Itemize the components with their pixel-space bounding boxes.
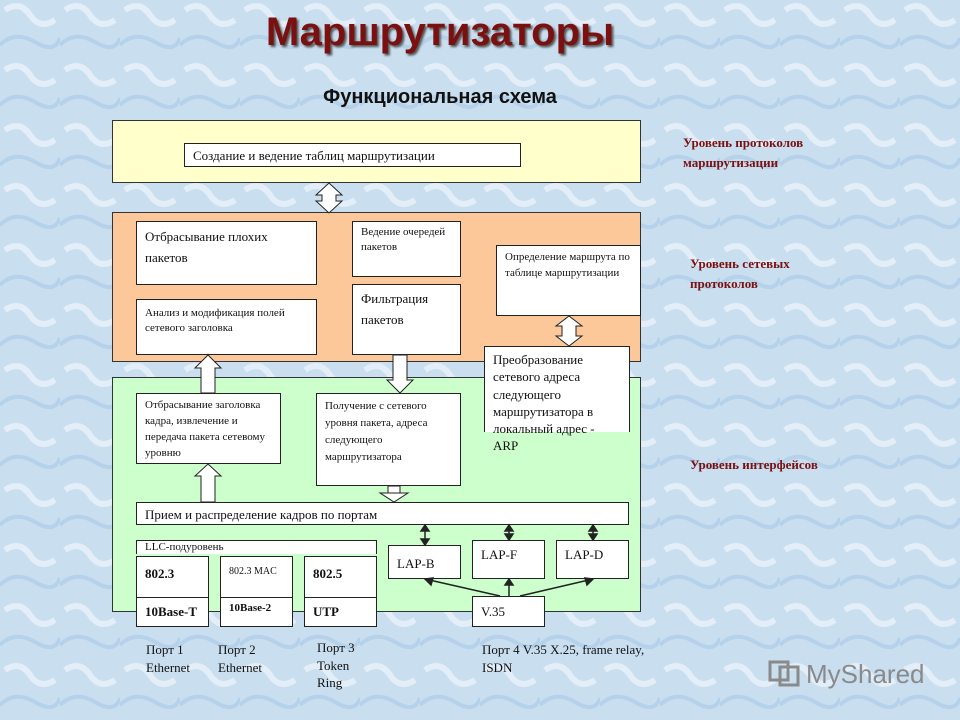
port3-label: Порт 3 Token Ring (317, 640, 355, 691)
frame-strip-box: Отбрасывание заголовка кадра, извлечение… (136, 393, 281, 464)
level-interfaces-label: Уровень интерфейсов (690, 457, 818, 472)
myshared-logo-icon (768, 660, 800, 687)
lapb-box: LAP-B (388, 545, 461, 579)
port3-8025-box: 802.5 UTP (304, 556, 377, 627)
routing-table-box: Создание и ведение таблиц маршрутизации (184, 143, 521, 167)
port2-label: Порт 2 Ethernet (218, 642, 263, 675)
route-arp-arrow (554, 315, 584, 347)
frame-to-network-arrow (193, 354, 223, 394)
route-lookup-box: Определение маршрута по таблице маршрути… (496, 245, 641, 316)
port1-label: Порт 1 Ethernet (146, 642, 191, 675)
utp-label: UTP (313, 604, 339, 619)
network-to-receive-arrow (385, 354, 415, 394)
queue-management-box: Ведение очередей пакетов (352, 221, 461, 277)
llc-sublayer-box: LLC-подуровень (136, 540, 377, 554)
v35-box: V.35 (472, 596, 545, 627)
port2-8023mac-box: 802.3 MAC 10Base-2 (220, 556, 293, 627)
level-routing-label: Уровень протоколов маршрутизации (683, 135, 804, 170)
p8023-label: 802.3 (145, 566, 175, 581)
arp-box: Преобразование сетевого адреса следующег… (484, 346, 630, 453)
receive-to-dist-arrow (387, 485, 401, 494)
p10baset-label: 10Base-T (145, 604, 197, 619)
frame-distribution-box: Прием и распределение кадров по портам (136, 502, 629, 525)
header-analysis-box: Анализ и модификация полей сетевого заго… (136, 299, 317, 355)
dist-to-strip-arrow (193, 463, 223, 503)
page-title: Маршрутизаторы (265, 10, 615, 54)
page-subtitle: Функциональная схема (323, 86, 557, 108)
port1-8023-box: 802.3 10Base-T (136, 556, 209, 627)
discard-bad-packets-box: Отбрасывание плохих пакетов (136, 221, 317, 285)
receive-packet-box: Получение с сетевого уровня пакета, адре… (316, 393, 461, 486)
level-network-label: Уровень сетевых протоколов (690, 256, 790, 291)
watermark-text: MyShared (806, 659, 925, 689)
routing-network-arrow (314, 182, 344, 214)
p8023mac-label: 802.3 MAC (229, 566, 277, 577)
p10base2-label: 10Base-2 (229, 602, 272, 614)
p8025-label: 802.5 (313, 566, 343, 581)
filtering-box: Фильтрация пакетов (352, 284, 461, 355)
port4-label: Порт 4 V.35 X.25, frame relay, ISDN (482, 642, 645, 675)
